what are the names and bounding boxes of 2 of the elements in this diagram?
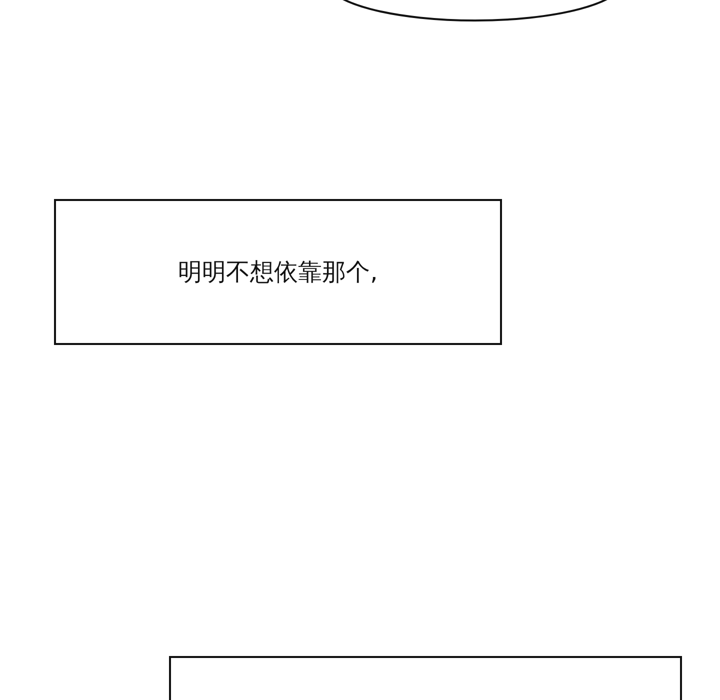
caption-box bbox=[54, 199, 502, 345]
caption-text: 明明不想依靠那个, bbox=[178, 257, 378, 288]
